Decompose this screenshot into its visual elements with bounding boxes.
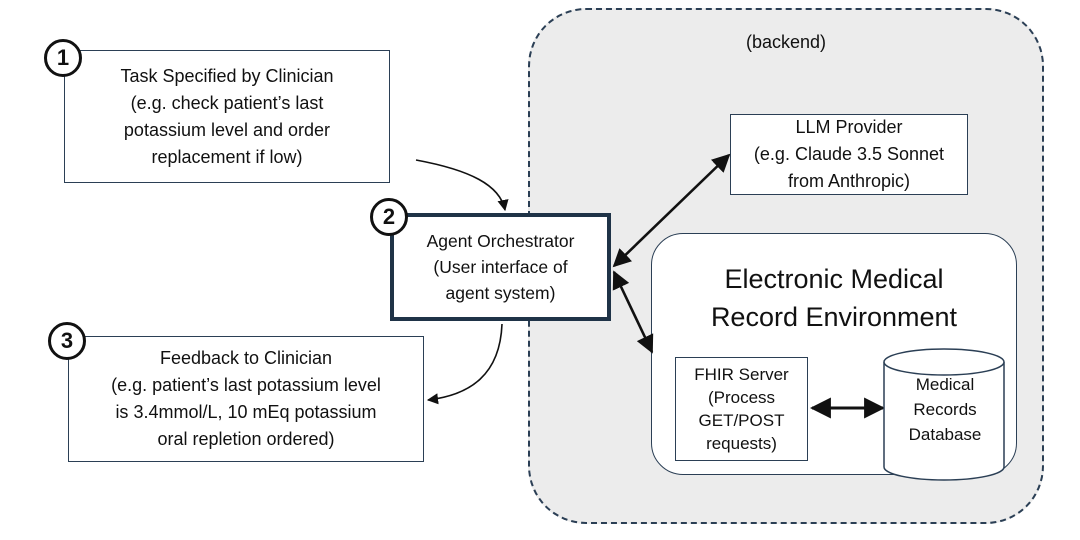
llm-provider-text: LLM Provider (e.g. Claude 3.5 Sonnet fro… — [753, 117, 945, 191]
fhir-server-text: FHIR Server (Process GET/POST requests) — [694, 365, 789, 453]
feedback-box: Feedback to Clinician (e.g. patient’s la… — [68, 336, 424, 462]
step-2-badge: 2 — [370, 198, 408, 236]
agent-orchestrator-box: Agent Orchestrator (User interface of ag… — [390, 213, 611, 321]
task-text: Task Specified by Clinician (e.g. check … — [120, 65, 334, 167]
database-label: Medical Records Database — [908, 375, 982, 444]
step-3-badge: 3 — [48, 322, 86, 360]
orchestrator-text: Agent Orchestrator (User interface of ag… — [426, 231, 575, 303]
emr-environment-title: Electronic Medical Record Environment — [710, 264, 958, 332]
llm-provider-box: LLM Provider (e.g. Claude 3.5 Sonnet fro… — [730, 114, 968, 195]
feedback-text: Feedback to Clinician (e.g. patient’s la… — [111, 348, 381, 449]
step-1-badge: 1 — [44, 39, 82, 77]
arrow-task-to-orchestrator — [415, 159, 509, 212]
backend-label: (backend) — [745, 32, 827, 52]
task-box: Task Specified by Clinician (e.g. check … — [64, 50, 390, 183]
arrow-orchestrator-to-feedback — [426, 323, 503, 405]
fhir-server-box: FHIR Server (Process GET/POST requests) — [675, 357, 808, 461]
